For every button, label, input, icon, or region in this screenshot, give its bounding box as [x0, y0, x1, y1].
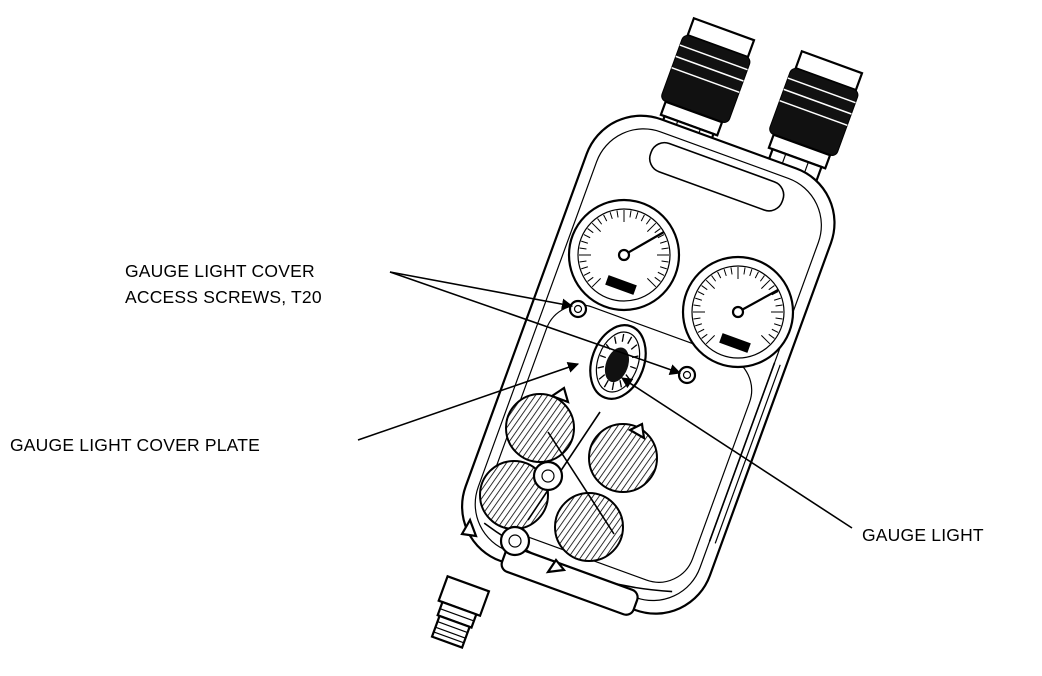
light-reflector-tick [629, 365, 637, 370]
gauge-tick [583, 271, 591, 276]
gauge-tick [581, 240, 589, 244]
gauge-tick [743, 267, 746, 275]
gauge-tick [773, 323, 781, 327]
gauge-tick [581, 266, 589, 270]
gauge-tick [597, 218, 603, 225]
gauge-tick [587, 228, 594, 234]
controller-body [460, 114, 836, 616]
bottom-connector [430, 574, 491, 649]
gauge-tick [661, 260, 669, 263]
gauge-tick [579, 247, 587, 250]
light-reflector-tick [621, 333, 625, 342]
callout-gauge-light: GAUGE LIGHT [621, 377, 984, 545]
gauge-tick [657, 271, 665, 276]
leader-cover-plate [357, 361, 580, 441]
gauge-tick [657, 234, 665, 239]
gauge-tick [771, 328, 779, 333]
gauge-tick [773, 297, 781, 301]
gauge-tick [616, 210, 619, 218]
gauge-tick [661, 247, 669, 250]
label-gauge-light: GAUGE LIGHT [862, 525, 984, 545]
gauge-tick [717, 271, 722, 279]
gauge-tick [646, 222, 657, 233]
light-reflector-tick [603, 379, 609, 388]
gauge-tick [693, 304, 701, 307]
gauge-tick [640, 214, 645, 222]
gauge-tick [579, 260, 587, 263]
gauge-tick [775, 317, 783, 320]
gauge-tick [697, 291, 705, 296]
gauge-tick [659, 240, 667, 244]
gauge-tick [693, 317, 701, 320]
gauge-tick [659, 266, 667, 270]
light-reflector-tick [613, 336, 617, 344]
gauge-tick [701, 285, 708, 291]
leader-screw-left [389, 271, 574, 310]
gauge-tick [771, 291, 779, 296]
gauge-tick [591, 222, 602, 233]
leader-screw-right [389, 271, 682, 375]
gauge-tick [711, 275, 717, 282]
gauge-tick [768, 285, 775, 291]
label-cover-screws-line1: GAUGE LIGHT COVER [125, 261, 315, 281]
gauge-tick [591, 277, 602, 288]
gauge-tick [609, 212, 613, 220]
gauge-tick [749, 269, 753, 277]
leader-gauge-light [621, 377, 853, 529]
light-reflector-tick [611, 382, 615, 391]
gauge-tick [759, 275, 765, 282]
light-reflector-tick [599, 354, 607, 359]
handheld-controller [430, 16, 864, 649]
gauge-tick [697, 328, 705, 333]
gauge-tick [768, 333, 775, 339]
callout-cover-plate: GAUGE LIGHT COVER PLATE [10, 361, 580, 455]
pressure-gauge-left [567, 198, 681, 312]
keypad [460, 386, 658, 574]
gauge-tick [645, 218, 651, 225]
gauge-tick [705, 279, 716, 290]
light-reflector-tick [597, 365, 605, 369]
gauge-tick [629, 210, 632, 218]
gauge-tick [646, 277, 657, 288]
gauge-tick [701, 333, 708, 339]
label-cover-plate: GAUGE LIGHT COVER PLATE [10, 435, 260, 455]
gauge-tick [723, 269, 727, 277]
light-reflector-tick [627, 336, 633, 345]
gauge-tick [760, 279, 771, 290]
access-screw-right [677, 365, 697, 385]
gauge-tick [760, 334, 771, 345]
gauge-tick [635, 212, 639, 220]
gauge-tick [705, 334, 716, 345]
gauge-tick [587, 276, 594, 282]
gauge-tick [654, 276, 661, 282]
label-cover-screws-line2: ACCESS SCREWS, T20 [125, 287, 322, 307]
gauge-tick [583, 234, 591, 239]
gauge-tick [654, 228, 661, 234]
gauge-tick [730, 267, 733, 275]
callout-cover-screws: GAUGE LIGHT COVER ACCESS SCREWS, T20 [125, 261, 682, 375]
gauge-tick [695, 323, 703, 327]
gauge-tick [775, 304, 783, 307]
access-screw-left [568, 299, 588, 319]
light-reflector-tick [630, 344, 638, 350]
gauge-tick [695, 297, 703, 301]
gauge-tick [754, 271, 759, 279]
gauge-tick [603, 214, 608, 222]
pressure-gauge-right [681, 255, 795, 369]
light-reflector-tick [598, 374, 606, 380]
